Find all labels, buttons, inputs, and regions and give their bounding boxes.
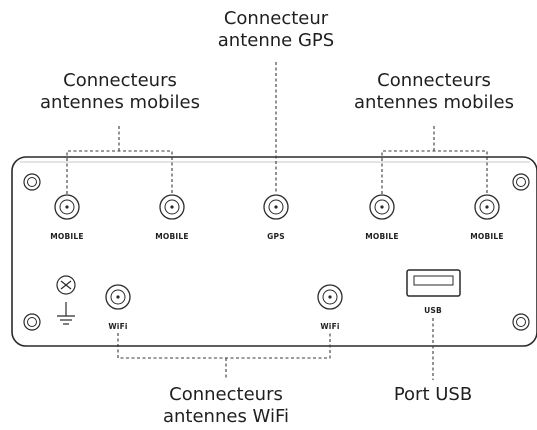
callout-gps-line1: Connecteur xyxy=(223,8,329,29)
wifi-connector-1 xyxy=(105,284,131,310)
port-label-mobile-2: MOBILE xyxy=(155,232,188,241)
mount-screw-top-right xyxy=(512,173,530,191)
port-label-mobile-1: MOBILE xyxy=(50,232,83,241)
callout-gps: Connecteur antenne GPS xyxy=(196,8,356,52)
callout-mobile-left: Connecteurs antennes mobiles xyxy=(34,70,206,114)
leader-wifi xyxy=(117,333,331,359)
callout-usb: Port USB xyxy=(383,384,483,406)
callout-mobile-right-line2: antennes mobiles xyxy=(354,92,514,113)
callout-mobile-right: Connecteurs antennes mobiles xyxy=(348,70,520,114)
callout-mobile-right-line1: Connecteurs xyxy=(377,70,491,91)
port-label-mobile-3: MOBILE xyxy=(365,232,398,241)
leader-lines xyxy=(66,62,488,380)
port-label-mobile-4: MOBILE xyxy=(470,232,503,241)
gps-connector xyxy=(263,194,289,220)
port-label-gps: GPS xyxy=(267,232,285,241)
callout-mobile-left-line2: antennes mobiles xyxy=(40,92,200,113)
wifi-connector-2 xyxy=(317,284,343,310)
mount-screw-top-left xyxy=(23,173,41,191)
mobile-connector-4 xyxy=(474,194,500,220)
callout-wifi-line2: antennes WiFi xyxy=(162,406,289,427)
mobile-connector-1 xyxy=(54,194,80,220)
usb-port-icon xyxy=(406,269,461,297)
callout-usb-line1: Port USB xyxy=(393,384,473,405)
port-label-wifi-1: WiFi xyxy=(108,322,127,331)
callout-mobile-left-line1: Connecteurs xyxy=(63,70,177,91)
mobile-connector-2 xyxy=(159,194,185,220)
mobile-connector-3 xyxy=(369,194,395,220)
device-panel xyxy=(11,156,537,347)
mount-screw-bottom-left xyxy=(23,313,41,331)
callout-gps-line2: antenne GPS xyxy=(217,30,335,51)
callout-wifi-line1: Connecteurs xyxy=(169,384,283,405)
port-label-wifi-2: WiFi xyxy=(320,322,339,331)
port-label-usb: USB xyxy=(424,306,442,315)
callout-wifi: Connecteurs antennes WiFi xyxy=(151,384,301,428)
ground-screw-icon xyxy=(56,275,76,295)
ground-symbol-icon xyxy=(57,302,75,325)
mount-screw-bottom-right xyxy=(512,313,530,331)
